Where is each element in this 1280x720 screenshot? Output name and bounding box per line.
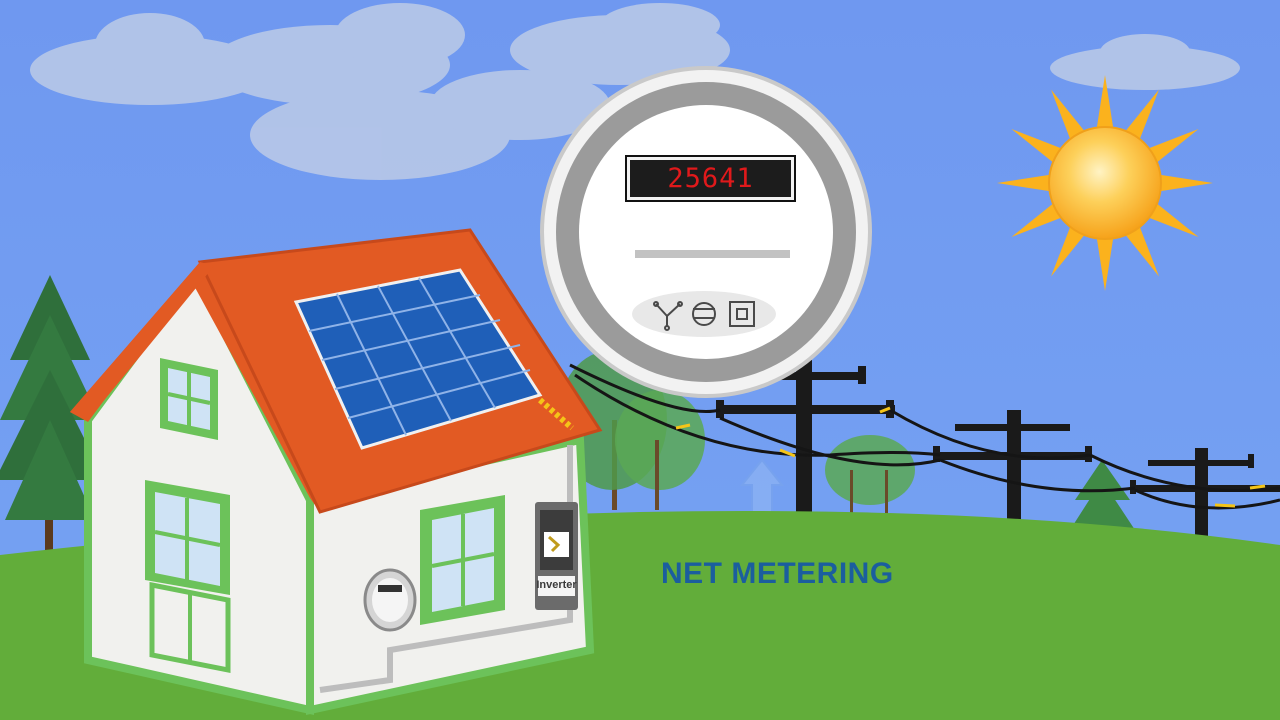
tree-icon — [0, 275, 105, 550]
solar-panel-icon — [293, 268, 574, 450]
inverter-icon — [535, 502, 578, 610]
left-window — [145, 480, 230, 595]
power-lines — [569, 363, 1280, 510]
power-flow-segments — [675, 406, 1266, 508]
net-metering-caption: NET METERING — [661, 557, 894, 590]
electric-meter-icon — [540, 66, 872, 398]
door — [149, 581, 231, 674]
inverter-label: Inverter — [536, 579, 577, 591]
sun-icon — [997, 75, 1213, 291]
electric-meter-icon — [363, 568, 417, 632]
cloud-icon — [30, 3, 730, 180]
attic-window — [160, 358, 218, 440]
cloud-icon — [1050, 34, 1240, 90]
front-window — [420, 495, 505, 625]
meter-reading-display: 25641 — [625, 155, 796, 202]
